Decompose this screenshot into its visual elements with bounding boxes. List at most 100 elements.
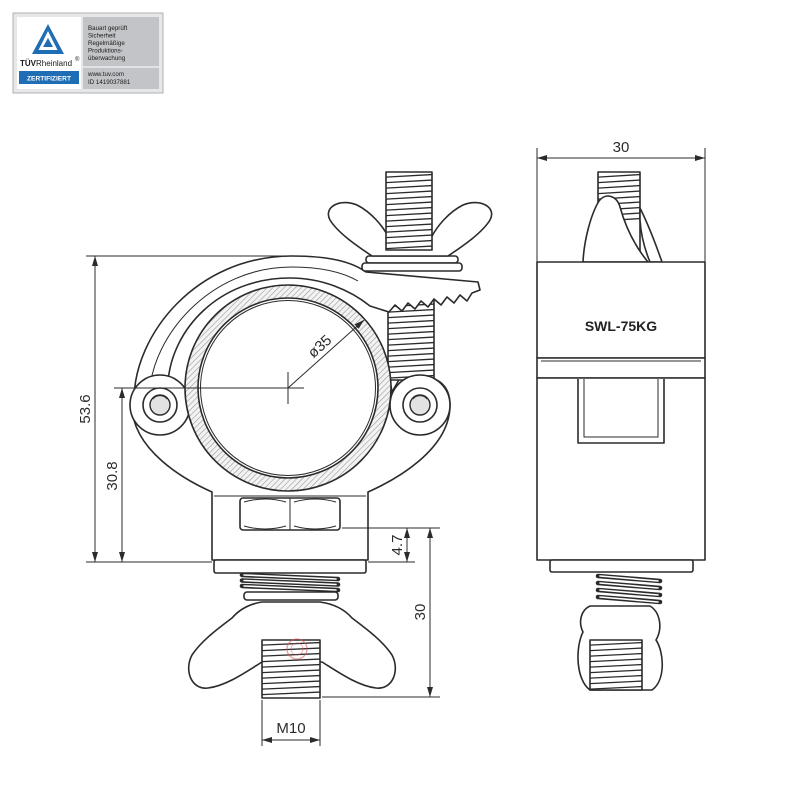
- left-ear-pin: [149, 394, 171, 416]
- thread-line: [387, 363, 435, 368]
- dim-side-width: 30: [613, 139, 630, 156]
- dim-leader-diameter: [287, 319, 365, 389]
- tension-bolt-shank: [387, 295, 435, 381]
- thread-line: [597, 190, 641, 195]
- badge-brand: TÜVRheinland: [20, 59, 72, 68]
- thread-line: [261, 669, 321, 674]
- left-ear-pin-arc: [152, 395, 168, 400]
- thread-line: [589, 641, 643, 646]
- thread-line: [261, 685, 321, 690]
- thread-line: [385, 239, 433, 244]
- spring-coil-highlight: [243, 585, 337, 591]
- side-lower-block: [536, 377, 706, 561]
- watermark-inner-ring: [290, 642, 304, 656]
- thread-line: [385, 195, 433, 200]
- thread-line: [589, 652, 643, 657]
- dim-thread-size: M10: [276, 720, 305, 737]
- tuv-certification-badge: TÜVRheinland ® ZERTIFIZIERT Bauart geprü…: [12, 12, 164, 94]
- thread-line: [385, 245, 433, 250]
- side-bottom-threaded-stud: [589, 639, 643, 691]
- thread-line: [387, 347, 435, 352]
- thread-line: [385, 223, 433, 228]
- side-view: SWL-75KG 30: [536, 139, 706, 691]
- thread-line: [387, 325, 435, 330]
- side-notch-inner: [583, 379, 659, 438]
- thread-line: [261, 674, 321, 679]
- bottom-threaded-stud: [261, 639, 321, 699]
- thread-line: [385, 201, 433, 206]
- thread-line: [387, 352, 435, 357]
- top-washer: [365, 255, 459, 264]
- badge-line: Regelmäßige: [88, 40, 125, 47]
- thread-line: [261, 691, 321, 696]
- logo-core-triangle: [43, 38, 53, 47]
- clamp-upper-arm: [133, 255, 481, 401]
- thread-line: [261, 680, 321, 685]
- badge-certified-label: ZERTIFIZIERT: [27, 75, 71, 82]
- side-top-wing-back: [639, 207, 663, 263]
- dim-center-height: 30.8: [104, 461, 121, 490]
- thread-line: [261, 641, 321, 646]
- thread-line: [597, 184, 641, 189]
- thread-line: [597, 179, 641, 184]
- base-plate: [213, 559, 367, 574]
- spring-coil-highlight: [243, 574, 337, 580]
- thread-line: [385, 217, 433, 222]
- side-spring-washer: [595, 573, 663, 605]
- side-top-wing-front: [582, 195, 649, 263]
- thread-line: [589, 680, 643, 685]
- load-marking: SWL-75KG: [585, 318, 657, 334]
- thread-line: [261, 658, 321, 663]
- thread-line: [597, 173, 641, 178]
- thread-line: [385, 234, 433, 239]
- badge-line: überwachung: [88, 55, 126, 62]
- bottom-washer: [243, 591, 339, 601]
- watermark-ring: [286, 638, 308, 660]
- hex-nut: [239, 497, 341, 531]
- side-notch-outer: [577, 379, 665, 444]
- dim-overall-height: 53.6: [77, 394, 94, 423]
- badge-certified-bar: [19, 71, 79, 84]
- thread-line: [387, 341, 435, 346]
- thread-line: [385, 179, 433, 184]
- badge-id: ID 1419037881: [88, 79, 131, 86]
- thread-line: [261, 663, 321, 668]
- side-upper-block: [536, 261, 706, 359]
- hex-nut-chamfers: [243, 498, 337, 530]
- thread-line: [589, 663, 643, 668]
- spring-coil-highlight: [599, 575, 659, 582]
- thread-line: [385, 212, 433, 217]
- tuv-triangle-logo-icon: [32, 24, 64, 54]
- thread-line: [589, 658, 643, 663]
- badge-line: Sicherheit: [88, 33, 116, 40]
- badge-line: Produktions-: [88, 48, 123, 55]
- thread-line: [385, 206, 433, 211]
- dim-bolt-length: 30: [412, 604, 429, 621]
- front-view: 53.6 30.8 ø35 4.7 30 M10: [77, 171, 493, 746]
- badge-website: www.tuv.com: [87, 71, 124, 78]
- badge-brand-bold: TÜV: [20, 59, 37, 68]
- thread-line: [387, 319, 435, 324]
- thread-line: [261, 652, 321, 657]
- thread-line: [387, 358, 435, 363]
- badge-text-panel: [83, 17, 159, 89]
- thread-line: [387, 336, 435, 341]
- thread-line: [387, 308, 435, 313]
- side-dimensions: 30: [536, 139, 706, 262]
- thread-line: [385, 190, 433, 195]
- badge-brand-rest: Rheinland: [36, 59, 72, 68]
- spring-coil-highlight: [599, 589, 659, 596]
- thread-line: [385, 173, 433, 178]
- spring-washer: [239, 572, 341, 593]
- badge-line: Bauart geprüft: [88, 25, 127, 32]
- thread-line: [589, 647, 643, 652]
- badge-registered-mark: ®: [75, 56, 80, 63]
- top-spring-washer: [361, 262, 463, 272]
- top-threaded-stud: [385, 171, 433, 251]
- thread-line: [385, 228, 433, 233]
- thread-line: [387, 330, 435, 335]
- watermark-logo: [286, 638, 308, 660]
- thread-line: [589, 674, 643, 679]
- spring-coil-highlight: [243, 579, 337, 586]
